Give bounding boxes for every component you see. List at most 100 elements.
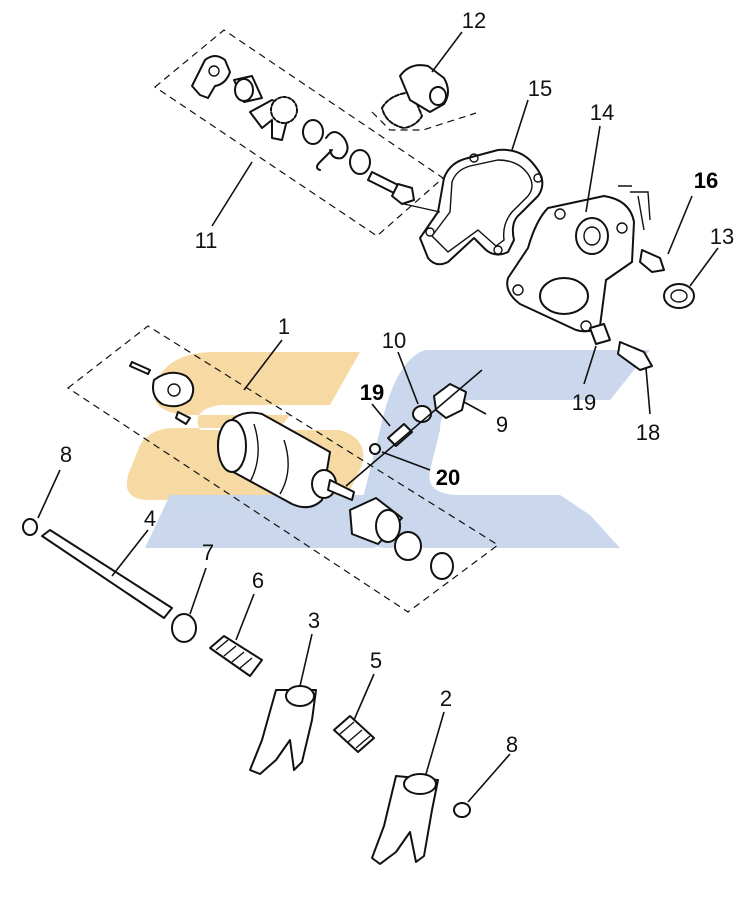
- callout-1: 1: [278, 314, 290, 339]
- callout-19-upper: 19: [360, 380, 384, 405]
- cover-lug-3: [512, 284, 524, 296]
- gasket-hole-2: [533, 173, 543, 183]
- leader-12: [431, 31, 463, 73]
- leader-11: [211, 161, 253, 227]
- leader-14: [585, 125, 601, 213]
- part-10-washer: [412, 405, 432, 423]
- part-1-shift-drum-assembly: [129, 361, 454, 580]
- leader-lines: [37, 31, 719, 803]
- callout-2: 2: [440, 686, 452, 711]
- sector-boss: [429, 86, 447, 106]
- shift-shaft-bolt-head: [391, 183, 415, 205]
- watermark-blue-shape: [145, 350, 650, 548]
- cover-boss-upper: [575, 217, 609, 255]
- leader-4: [111, 529, 149, 577]
- callout-4: 4: [144, 506, 156, 531]
- part-14-shift-cover: [506, 185, 651, 333]
- part-2-shift-fork: [371, 773, 439, 865]
- torsion-spring: [316, 131, 349, 171]
- cover-boss-upper-bore: [583, 226, 601, 246]
- assembly-box-1: [66, 325, 500, 613]
- gasket-hole-4: [493, 245, 503, 255]
- part-15-gasket-inner: [431, 159, 533, 253]
- stopper-lever: [191, 55, 231, 99]
- stopper-lever-hole: [208, 65, 220, 77]
- callout-15: 15: [528, 76, 552, 101]
- cover-dome: [539, 277, 589, 315]
- drum-groove: [249, 423, 289, 495]
- drum-washer-b: [430, 552, 454, 580]
- part-6-spring: [209, 635, 263, 677]
- callout-3: 3: [308, 608, 320, 633]
- part-19-collar-upper: [589, 323, 611, 345]
- drum-bearing-face: [375, 509, 401, 543]
- gasket-axis-line: [403, 203, 441, 213]
- leader-13: [689, 247, 719, 287]
- part-16-bolt: [639, 249, 665, 273]
- drum-segment-plate: [152, 371, 195, 408]
- callout-12: 12: [462, 8, 486, 33]
- leader-19b: [583, 345, 597, 385]
- leader-9: [463, 401, 487, 415]
- part-19-spring: [387, 423, 413, 447]
- callout-6: 6: [252, 568, 264, 593]
- cover-lug-4: [580, 320, 592, 332]
- leader-18: [645, 367, 651, 415]
- fork-3-boss: [285, 685, 315, 707]
- shaft-axis-line: [345, 369, 483, 487]
- part-12-sector-arm: [381, 64, 449, 129]
- drum-pin: [175, 411, 191, 425]
- callout-20: 20: [436, 465, 460, 490]
- fork-3-body: [249, 689, 317, 775]
- leader-15: [511, 99, 529, 151]
- leader-20: [381, 451, 431, 471]
- assembly-box-12: [371, 111, 477, 131]
- part-11-shift-arm-assembly: [191, 55, 415, 205]
- leader-8b: [467, 753, 511, 803]
- callout-14: 14: [590, 100, 614, 125]
- drum-screw: [129, 361, 151, 375]
- leader-10: [397, 351, 419, 405]
- callout-18: 18: [636, 420, 660, 445]
- part-7-collar: [171, 613, 197, 643]
- callout-13: 13: [710, 224, 734, 249]
- part-8-circlip-left: [22, 518, 38, 536]
- drum-segment-hole: [167, 383, 181, 397]
- callout-19-right: 19: [572, 390, 596, 415]
- callout-10: 10: [382, 328, 406, 353]
- leader-1: [243, 339, 283, 391]
- leader-3: [299, 633, 313, 687]
- drum-end: [217, 419, 247, 473]
- gasket-hole-3: [425, 227, 435, 237]
- callout-labels: 12 15 14 16 13 11 1 10 19 9 19 18 20 8 4…: [60, 8, 734, 757]
- fork-2-body: [371, 775, 439, 865]
- callout-8-right: 8: [506, 732, 518, 757]
- assembly-box-11: [153, 29, 444, 237]
- drum-shaft: [327, 479, 355, 501]
- leader-16: [667, 195, 693, 255]
- part-3-shift-fork: [249, 685, 317, 775]
- gasket-hole-1: [469, 153, 479, 163]
- leader-2: [425, 711, 445, 775]
- part-8-circlip-right: [453, 802, 471, 818]
- leader-6: [235, 593, 255, 641]
- washer-b: [349, 149, 371, 175]
- part-4-shift-fork-shaft: [41, 529, 173, 619]
- part-13-oil-seal-inner: [670, 289, 688, 303]
- collar-end: [234, 78, 254, 102]
- part-6-spring-coils: [215, 639, 253, 669]
- part-5-spring-coils: [339, 721, 371, 749]
- part-20-ball: [369, 443, 381, 455]
- callout-8-left: 8: [60, 442, 72, 467]
- leader-19a: [371, 403, 391, 427]
- cover-spring-clip: [618, 185, 651, 231]
- callout-7: 7: [202, 540, 214, 565]
- callout-5: 5: [370, 648, 382, 673]
- leader-7: [189, 567, 207, 615]
- callout-9: 9: [496, 412, 508, 437]
- fork-2-boss: [403, 773, 437, 795]
- cover-lug-1: [554, 208, 566, 220]
- callout-16: 16: [694, 168, 718, 193]
